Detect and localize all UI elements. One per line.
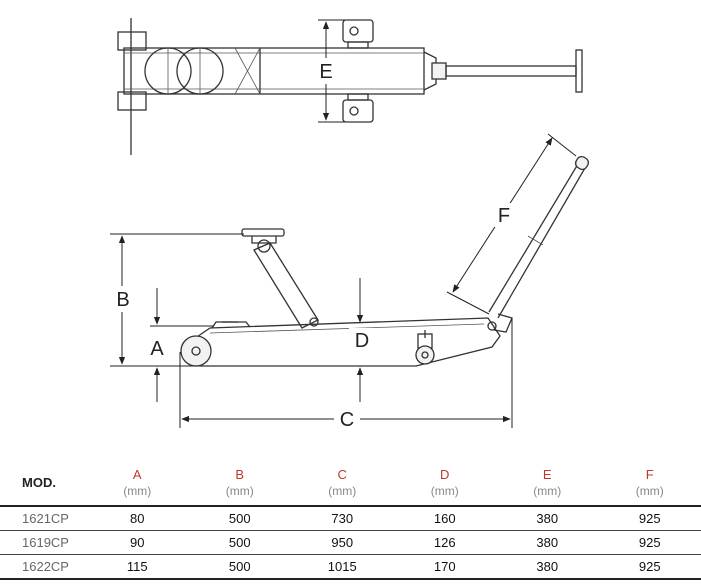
- label-b: B: [116, 289, 129, 311]
- table-row: 1619CP 90 500 950 126 380 925: [0, 530, 701, 555]
- value-cell-c: 730: [291, 506, 394, 531]
- value-cell-b: 500: [188, 530, 291, 555]
- value-cell-b: 500: [188, 506, 291, 531]
- column-header-d: D(mm): [393, 465, 496, 507]
- value-cell-d: 126: [393, 530, 496, 555]
- column-header-c: C(mm): [291, 465, 394, 507]
- table-row: 1621CP 80 500 730 160 380 925: [0, 506, 701, 531]
- column-header-a: A(mm): [86, 465, 189, 507]
- model-column-header: MOD.: [0, 465, 86, 507]
- column-header-e: E(mm): [496, 465, 599, 507]
- jack-side-view: [110, 133, 590, 428]
- label-f: F: [498, 205, 510, 227]
- jack-top-view: [117, 18, 583, 155]
- label-e: E: [319, 61, 332, 83]
- value-cell-c: 1015: [291, 554, 394, 580]
- column-header-b: B(mm): [188, 465, 291, 507]
- value-cell-d: 170: [393, 554, 496, 580]
- label-c: C: [340, 409, 354, 431]
- value-cell-a: 115: [86, 554, 189, 580]
- value-cell-e: 380: [496, 554, 599, 580]
- model-cell: 1619CP: [0, 530, 86, 555]
- floor-jack-technical-drawing: E: [110, 18, 590, 431]
- column-header-f: F(mm): [598, 465, 701, 507]
- value-cell-b: 500: [188, 554, 291, 580]
- value-cell-e: 380: [496, 506, 599, 531]
- value-cell-a: 80: [86, 506, 189, 531]
- value-cell-f: 925: [598, 554, 701, 580]
- specifications-table: MOD. A(mm) B(mm) C(mm) D(mm) E(mm) F(mm)…: [0, 465, 701, 580]
- label-d: D: [355, 330, 369, 352]
- table-header-row: MOD. A(mm) B(mm) C(mm) D(mm) E(mm) F(mm): [0, 465, 701, 507]
- value-cell-a: 90: [86, 530, 189, 555]
- value-cell-d: 160: [393, 506, 496, 531]
- table-row: 1622CP 115 500 1015 170 380 925: [0, 554, 701, 580]
- model-cell: 1622CP: [0, 554, 86, 580]
- label-a: A: [150, 338, 164, 360]
- model-cell: 1621CP: [0, 506, 86, 531]
- value-cell-f: 925: [598, 530, 701, 555]
- value-cell-e: 380: [496, 530, 599, 555]
- value-cell-f: 925: [598, 506, 701, 531]
- value-cell-c: 950: [291, 530, 394, 555]
